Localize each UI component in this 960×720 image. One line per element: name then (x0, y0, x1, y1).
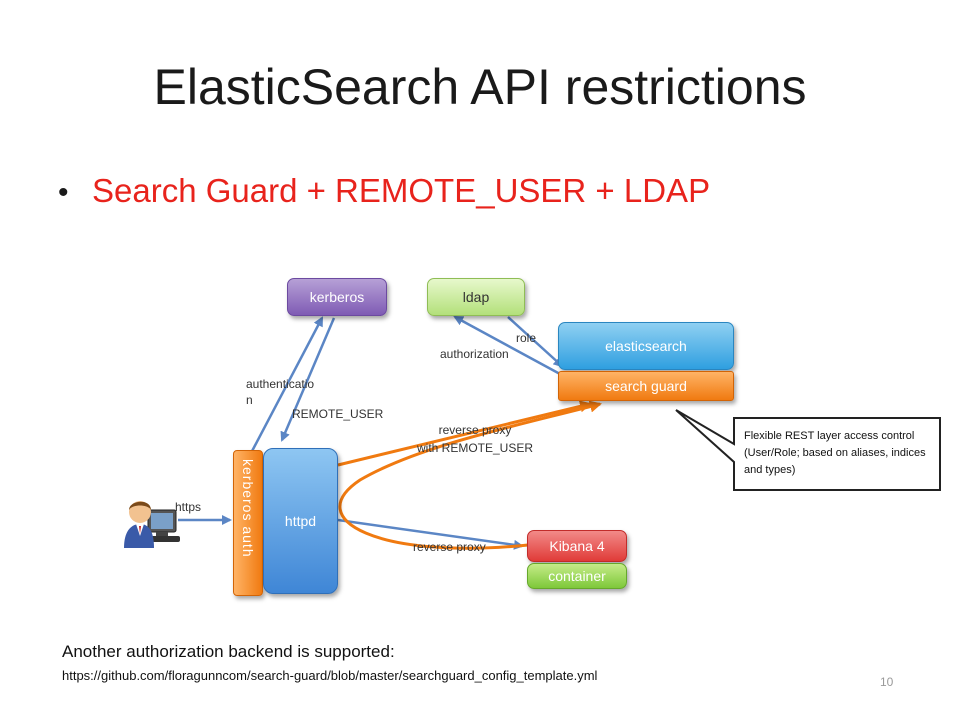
reverse-proxy-remote-user-label: reverse proxy with REMOTE_USER (416, 423, 534, 455)
elasticsearch-label: elasticsearch (605, 338, 687, 354)
authorization-arrow (453, 315, 561, 376)
footer-link[interactable]: https://github.com/floragunncom/search-g… (62, 668, 598, 683)
footer-line-1: Another authorization backend is support… (62, 642, 395, 661)
bullet-dot: • (58, 176, 69, 209)
role-arrow (507, 316, 564, 368)
callout-bubble (675, 409, 941, 491)
httpd-label: httpd (284, 513, 317, 529)
elasticsearch-node: elasticsearch (558, 322, 734, 370)
reverse-proxy-label: reverse proxy (413, 540, 486, 554)
search-guard-label: search guard (605, 378, 687, 394)
search-guard-node: search guard (558, 371, 734, 401)
user-computer-icon (124, 501, 180, 548)
kibana-label: Kibana 4 (549, 538, 605, 554)
reverse-proxy-arrow (337, 518, 524, 550)
kerberos-node: kerberos (287, 278, 387, 316)
httpd-node: httpd (263, 448, 338, 594)
callout-text: Flexible REST layer access control (User… (744, 430, 926, 476)
remote-user-arrow (280, 317, 336, 442)
container-node: container (527, 563, 627, 589)
bullet-text: Search Guard + REMOTE_USER + LDAP (92, 172, 711, 209)
role-label: role (516, 331, 537, 345)
reverse-proxy-remote-user-arrow (337, 400, 592, 467)
kibana-to-search-guard-arrow (338, 400, 602, 550)
authentication-arrow (248, 316, 324, 456)
remote-user-label: REMOTE_USER (292, 407, 384, 421)
slide-title: ElasticSearch API restrictions (153, 59, 807, 115)
kibana-node: Kibana 4 (527, 530, 627, 562)
page-number: 10 (880, 675, 894, 689)
authentication-label: authenticatio n (246, 377, 315, 407)
https-label: https (175, 500, 202, 514)
ldap-node: ldap (427, 278, 525, 316)
kerberos-label: kerberos (309, 289, 365, 305)
ldap-label: ldap (462, 289, 490, 305)
container-label: container (548, 568, 606, 584)
authorization-label: authorization (440, 347, 509, 361)
kerberos-auth-label: kerberos auth (240, 459, 256, 558)
kerberos-auth-node: kerberos auth (233, 450, 263, 596)
